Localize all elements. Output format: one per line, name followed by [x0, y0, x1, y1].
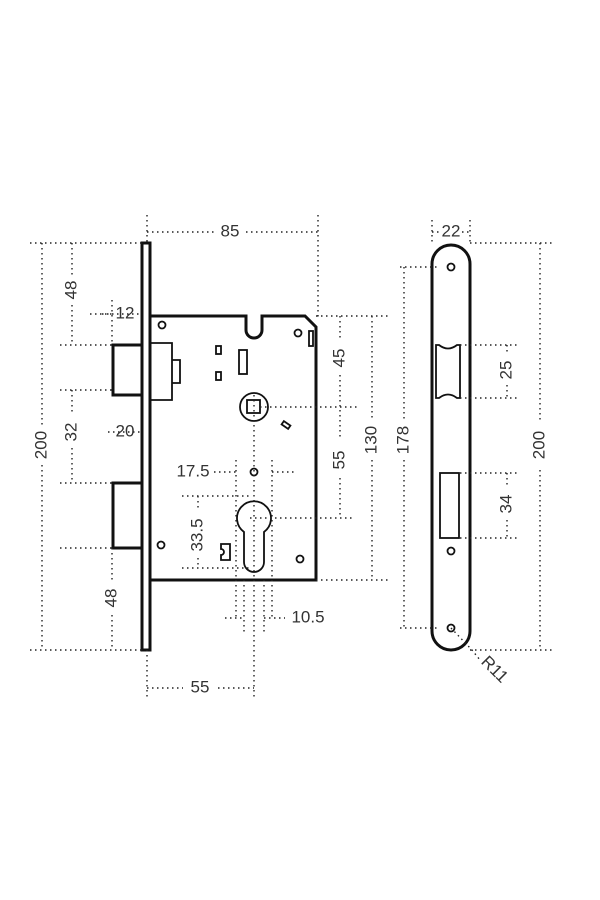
- dim-cylinder-height: 33.5: [187, 518, 206, 551]
- dim-deadbolt-to-bottom: 48: [101, 589, 120, 608]
- dim-case-height: 130: [361, 426, 380, 454]
- latch-opening: [435, 344, 461, 399]
- mount-hole: [293, 328, 303, 338]
- dim-strike-width: 22: [442, 221, 461, 240]
- mount-hole: [157, 320, 167, 330]
- latch-bolt: [111, 343, 142, 397]
- dim-cylinder-width: 17.5: [176, 461, 209, 480]
- dimension-lines: [30, 215, 552, 700]
- deadbolt: [111, 481, 142, 550]
- slot: [238, 349, 248, 375]
- dim-screw-spacing: 178: [393, 426, 412, 454]
- slot: [308, 330, 314, 347]
- screw-hole: [446, 546, 456, 556]
- faceplate: [140, 241, 152, 652]
- lock-body: [111, 241, 318, 652]
- dimension-labels: 85 48 12 45 32 20 200 130 55 17.5 33.5 4…: [31, 221, 548, 696]
- dim-width: 85: [221, 221, 240, 240]
- slot: [215, 371, 222, 381]
- dim-latch-projection: 12: [116, 303, 135, 322]
- spindle-hub: [239, 392, 269, 422]
- catch: [220, 543, 231, 561]
- strike-plate: [430, 243, 472, 652]
- dim-backset: 55: [191, 677, 210, 696]
- dim-spindle-to-cylinder: 55: [329, 451, 348, 470]
- slot: [280, 419, 292, 431]
- dim-deadbolt-projection: 20: [116, 421, 135, 440]
- screw-hole: [446, 623, 456, 633]
- dim-radius: R11: [477, 652, 512, 687]
- cylinder-cutout: [236, 500, 272, 573]
- dim-latch-opening: 25: [496, 361, 515, 380]
- lock-case: [150, 314, 318, 582]
- dim-bolt-opening: 34: [496, 495, 515, 514]
- strike-outline: [430, 243, 472, 652]
- screw-hole: [249, 467, 259, 477]
- mount-hole: [295, 554, 305, 564]
- dim-faceplate-height: 200: [31, 431, 50, 459]
- bolt-opening: [439, 472, 460, 539]
- dim-cylinder-slot: 10.5: [291, 607, 324, 626]
- slot: [215, 345, 222, 355]
- dim-top-to-latch: 48: [61, 281, 80, 300]
- dim-strike-height: 200: [529, 431, 548, 459]
- dim-latch-to-deadbolt: 32: [61, 423, 80, 442]
- latch-inner: [150, 342, 181, 401]
- dim-latch-to-spindle: 45: [329, 349, 348, 368]
- mount-hole: [156, 540, 166, 550]
- screw-hole: [446, 262, 456, 272]
